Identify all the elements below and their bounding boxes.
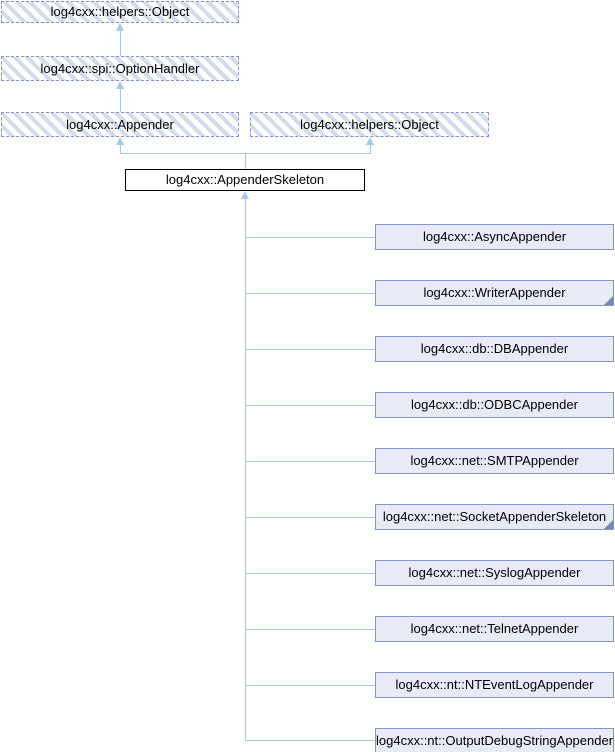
class-label: log4cxx::net::SyslogAppender — [408, 565, 581, 580]
edge-line — [245, 629, 375, 630]
class-label: log4cxx::nt::OutputDebugStringAppender — [376, 733, 614, 748]
inheritance-arrow-icon — [116, 81, 124, 89]
class-label: log4cxx::net::SMTPAppender — [410, 453, 579, 468]
edge-line — [245, 293, 375, 294]
edge-line — [370, 145, 371, 154]
class-node-smtp-appender[interactable]: log4cxx::net::SMTPAppender — [375, 448, 614, 474]
edge-line — [120, 145, 121, 154]
class-node-syslog-appender[interactable]: log4cxx::net::SyslogAppender — [375, 560, 614, 586]
edge-line — [245, 237, 375, 238]
class-label: log4cxx::net::TelnetAppender — [410, 621, 579, 636]
edge-line — [245, 517, 375, 518]
class-node-appender-skeleton: log4cxx::AppenderSkeleton — [125, 169, 365, 191]
class-node-appender: log4cxx::Appender — [1, 112, 239, 137]
class-node-output-debug-string-appender[interactable]: log4cxx::nt::OutputDebugStringAppender — [375, 728, 614, 752]
inheritance-arrow-icon — [116, 23, 124, 31]
class-node-db-appender[interactable]: log4cxx::db::DBAppender — [375, 336, 614, 362]
class-node-writer-appender[interactable]: log4cxx::WriterAppender — [375, 280, 614, 306]
inheritance-arrow-icon — [116, 137, 124, 145]
class-node-helpers-object-2: log4cxx::helpers::Object — [250, 112, 489, 137]
class-node-async-appender[interactable]: log4cxx::AsyncAppender — [375, 224, 614, 250]
class-node-socket-appender-skeleton[interactable]: log4cxx::net::SocketAppenderSkeleton — [375, 504, 614, 530]
edge-line — [245, 573, 375, 574]
class-node-option-handler: log4cxx::spi::OptionHandler — [1, 56, 239, 81]
class-label: log4cxx::db::DBAppender — [420, 341, 569, 356]
edge-line — [245, 349, 375, 350]
class-label: log4cxx::AsyncAppender — [422, 229, 567, 244]
class-node-nt-event-log-appender[interactable]: log4cxx::nt::NTEventLogAppender — [375, 672, 614, 698]
edge-line — [245, 685, 375, 686]
class-label: log4cxx::nt::NTEventLogAppender — [395, 677, 594, 692]
edge-line — [245, 153, 246, 169]
edge-line — [245, 405, 375, 406]
class-label: log4cxx::net::SocketAppenderSkeleton — [382, 509, 607, 524]
truncated-graph-icon — [604, 520, 613, 529]
class-label: log4cxx::db::ODBCAppender — [411, 397, 578, 412]
edge-line — [120, 31, 121, 56]
edge-line — [245, 461, 375, 462]
edge-line — [245, 199, 246, 741]
class-label: log4cxx::WriterAppender — [423, 285, 566, 300]
inheritance-arrow-icon — [241, 191, 249, 199]
class-node-helpers-object: log4cxx::helpers::Object — [1, 1, 239, 23]
edge-line — [120, 89, 121, 112]
class-node-telnet-appender[interactable]: log4cxx::net::TelnetAppender — [375, 616, 614, 642]
inheritance-arrow-icon — [366, 137, 374, 145]
truncated-graph-icon — [604, 296, 613, 305]
edge-line — [245, 740, 375, 741]
class-node-odbc-appender[interactable]: log4cxx::db::ODBCAppender — [375, 392, 614, 418]
